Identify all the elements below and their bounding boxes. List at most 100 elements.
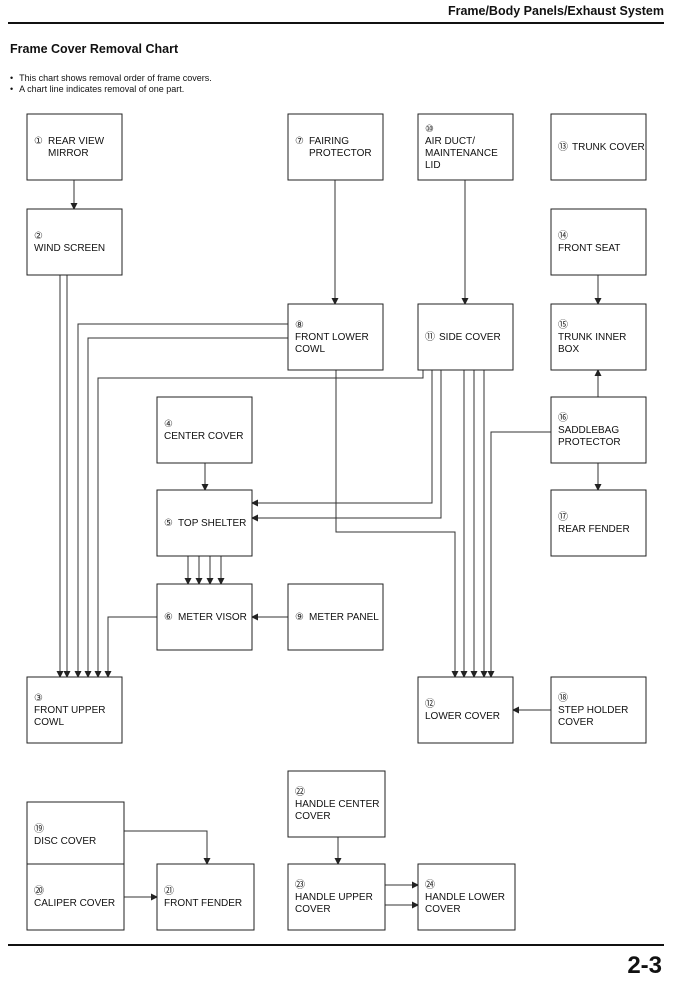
part-number-label: ⑫ [425, 698, 435, 710]
removal-arrow [251, 370, 433, 507]
part-name-label: METER PANEL [309, 612, 379, 623]
part-number-label: ⑱ [558, 692, 568, 704]
part-number-label: ⑰ [558, 511, 568, 523]
part-number-label: ⑨ [295, 612, 304, 623]
part-name-label: CENTER COVER [164, 431, 243, 442]
part-name-label: HANDLE CENTER [295, 799, 379, 810]
part-name-label: COWL [34, 717, 64, 728]
removal-arrow [74, 323, 288, 678]
part-number-label: ⑯ [558, 412, 568, 424]
removal-arrow [487, 431, 551, 678]
part-box-side-cover: ⑪ SIDE COVER [417, 303, 514, 371]
part-name-label: COVER [558, 717, 594, 728]
part-name-label: SIDE COVER [439, 332, 501, 343]
footer-rule [8, 944, 664, 946]
part-name-label: TRUNK INNER [558, 332, 626, 343]
part-name-label: COVER [295, 904, 331, 915]
part-name-label: FRONT UPPER [34, 705, 106, 716]
part-number-label: ② [34, 231, 43, 242]
part-number-label: ㉒ [295, 786, 305, 798]
removal-arrow [335, 370, 459, 678]
part-name-label: REAR FENDER [558, 524, 630, 535]
removal-arrow [104, 616, 157, 678]
part-number-label: ⑧ [295, 320, 304, 331]
part-number-label: ⑮ [558, 319, 568, 331]
part-name-label: MAINTENANCE [425, 148, 498, 159]
part-name-label: AIR DUCT/ [425, 136, 475, 147]
part-name-label: COVER [295, 811, 331, 822]
part-box-meter-panel: ⑨ METER PANEL [287, 583, 384, 651]
part-number-label: ⑩ [425, 124, 434, 135]
part-box-meter-visor: ⑥ METER VISOR [156, 583, 253, 651]
notes-list: This chart shows removal order of frame … [10, 73, 212, 95]
removal-arrow [251, 370, 442, 522]
note-item: A chart line indicates removal of one pa… [10, 84, 212, 95]
part-number-label: ⑪ [425, 331, 435, 343]
part-number-label: ㉔ [425, 879, 435, 891]
removal-arrow [84, 337, 288, 678]
part-name-label: CALIPER COVER [34, 898, 115, 909]
part-name-label: HANDLE UPPER [295, 892, 373, 903]
part-name-label: WIND SCREEN [34, 243, 105, 254]
part-name-label: TOP SHELTER [178, 518, 246, 529]
part-name-label: LID [425, 160, 441, 171]
part-name-label: PROTECTOR [558, 437, 621, 448]
header-rule [8, 22, 664, 24]
part-number-label: ⑳ [34, 885, 44, 897]
part-number-label: ⑥ [164, 612, 173, 623]
part-name-label: COVER [425, 904, 461, 915]
part-box-trunk-cover: ⑬ TRUNK COVER [550, 113, 647, 181]
part-number-label: ④ [164, 419, 173, 430]
part-name-label: REAR VIEW [48, 136, 105, 147]
part-number-label: ⑬ [558, 141, 568, 153]
connector-lines [56, 180, 602, 909]
part-number-label: ③ [34, 693, 43, 704]
part-name-label: PROTECTOR [309, 148, 372, 159]
part-name-label: DISC COVER [34, 836, 96, 847]
part-name-label: FRONT LOWER [295, 332, 369, 343]
section-title: Frame/Body Panels/Exhaust System [447, 4, 664, 18]
part-name-label: STEP HOLDER [558, 705, 628, 716]
note-item: This chart shows removal order of frame … [10, 73, 212, 84]
part-number-label: ㉑ [164, 885, 174, 897]
page-title: Frame Cover Removal Chart [10, 42, 179, 56]
page-number: 2-3 [627, 952, 662, 979]
part-name-label: LOWER COVER [425, 711, 500, 722]
removal-arrow [124, 830, 211, 865]
part-number-label: ⑲ [34, 823, 44, 835]
part-name-label: BOX [558, 344, 579, 355]
part-name-label: FRONT SEAT [558, 243, 620, 254]
part-name-label: MIRROR [48, 148, 89, 159]
removal-arrow [94, 370, 424, 678]
part-name-label: TRUNK COVER [572, 142, 645, 153]
part-number-label: ⑭ [558, 230, 568, 242]
part-name-label: METER VISOR [178, 612, 247, 623]
part-number-label: ㉓ [295, 879, 305, 891]
part-name-label: FAIRING [309, 136, 349, 147]
part-name-label: FRONT FENDER [164, 898, 242, 909]
part-box-top-shelter: ⑤ TOP SHELTER [156, 489, 253, 557]
part-number-label: ⑤ [164, 518, 173, 529]
part-number-label: ⑦ [295, 136, 304, 147]
part-name-label: COWL [295, 344, 325, 355]
